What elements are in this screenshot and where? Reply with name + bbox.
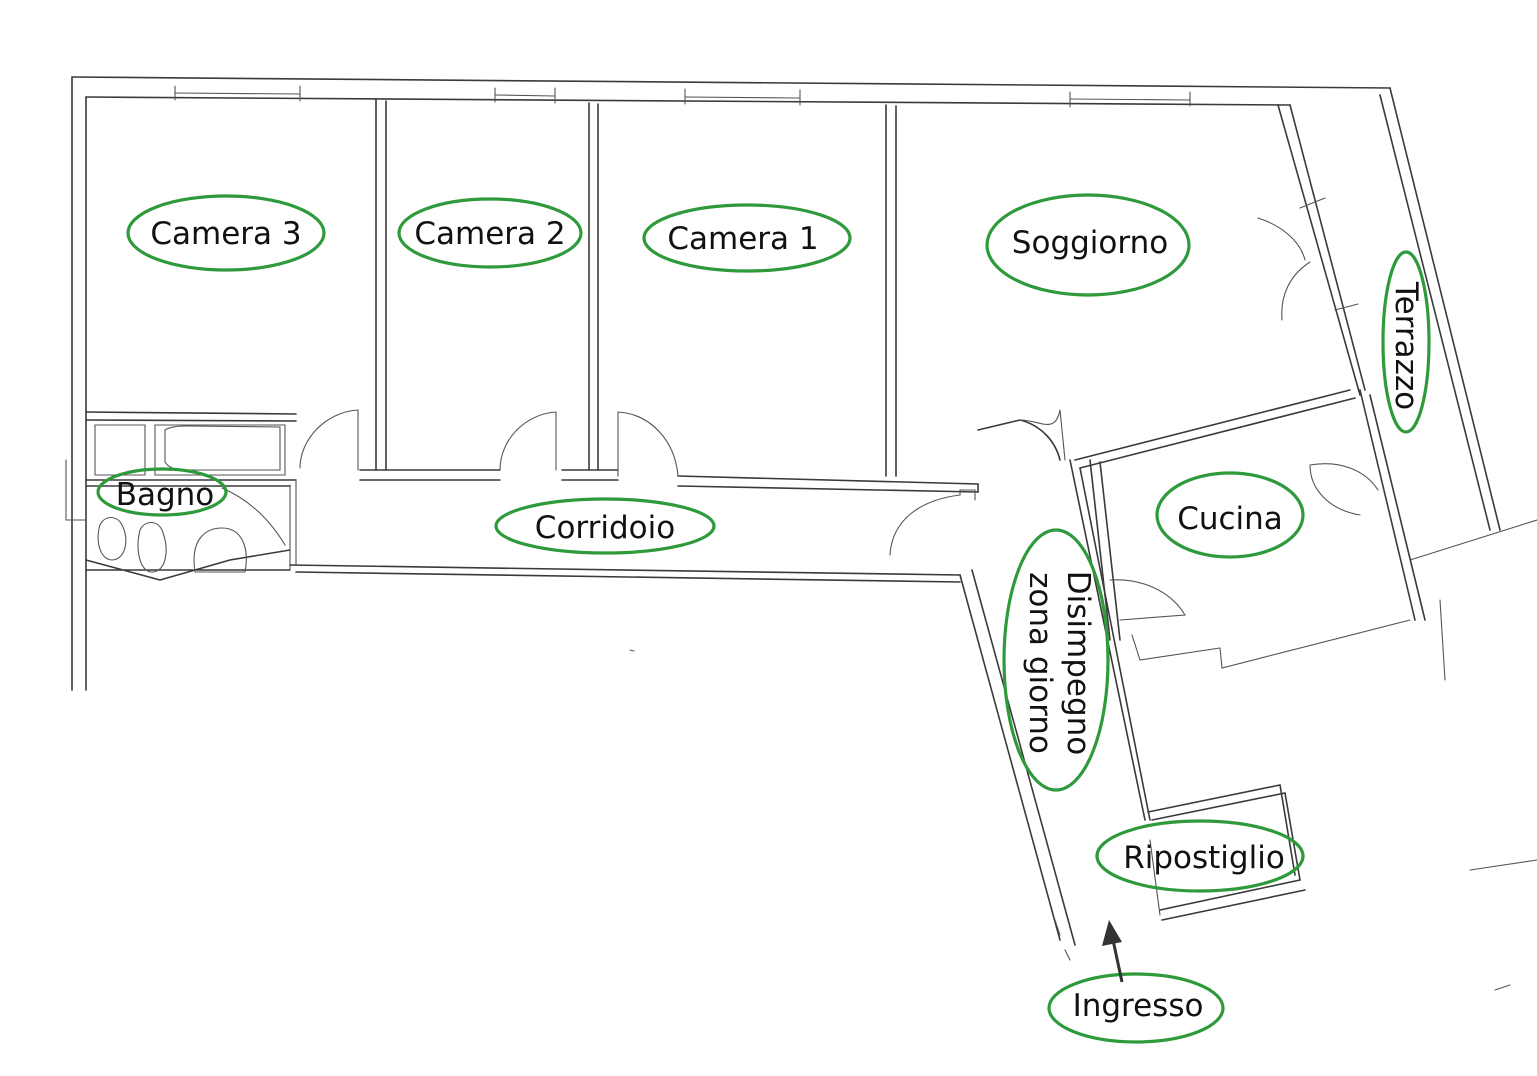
room-name: Camera 3 (150, 216, 301, 252)
room-label-disimpegno: Disimpegno zona giorno (1002, 528, 1110, 792)
room-name: Soggiorno (1012, 225, 1168, 261)
room-name: Camera 2 (414, 216, 565, 252)
room-name: Cucina (1177, 501, 1283, 537)
room-name-line-2: zona giorno (1022, 572, 1058, 754)
room-name-line-1: Disimpegno (1060, 571, 1096, 756)
room-name: Camera 1 (667, 221, 818, 257)
room-name: Bagno (116, 477, 215, 513)
room-label-soggiorno: Soggiorno (985, 193, 1191, 297)
room-label-cucina: Cucina (1155, 471, 1305, 559)
walls (65, 76, 1537, 991)
room-name: Terrazzo (1388, 281, 1424, 410)
room-labels: Camera 3 Camera 2 Camera 1 Soggiorno Ter… (96, 193, 1431, 1044)
room-name: Ripostiglio (1123, 840, 1285, 876)
room-name: Ingresso (1073, 988, 1204, 1024)
room-label-terrazzo: Terrazzo (1381, 250, 1431, 434)
room-label-ripostiglio: Ripostiglio (1095, 819, 1305, 893)
room-label-bagno: Bagno (96, 467, 228, 517)
room-label-corridoio: Corridoio (494, 497, 716, 555)
arrow-up-icon (1102, 920, 1124, 983)
room-label-camera-1: Camera 1 (642, 203, 852, 273)
room-name: Corridoio (535, 510, 675, 546)
room-label-camera-2: Camera 2 (397, 197, 583, 269)
room-label-ingresso: Ingresso (1047, 972, 1225, 1044)
room-label-camera-3: Camera 3 (126, 194, 326, 272)
